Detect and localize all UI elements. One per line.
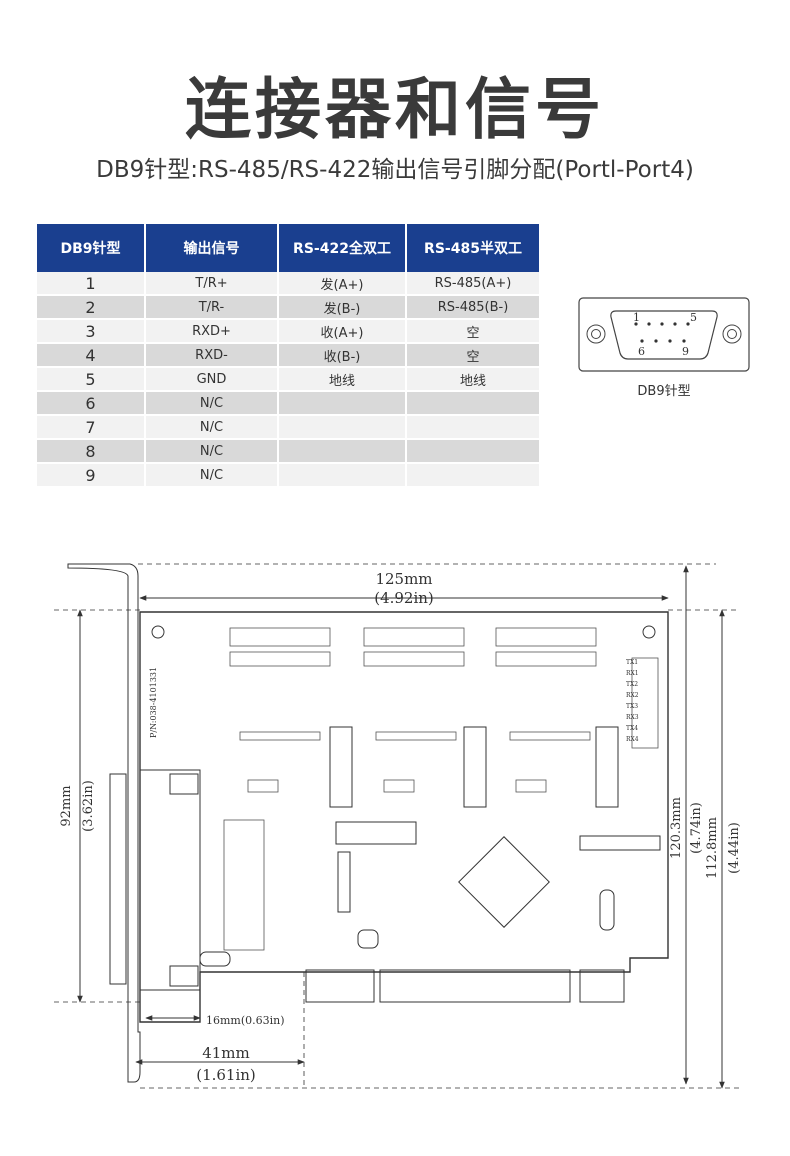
table-row: 9 N/C	[37, 463, 541, 488]
header-signal: 输出信号	[145, 224, 279, 272]
header-rs422: RS-422全双工	[278, 224, 407, 272]
header-pin: DB9针型	[37, 224, 146, 272]
board-dimension-drawing: TX1 RX1 TX2 RX2 TX3 RX3 TX4 RX4 P/N:038-…	[54, 563, 742, 1089]
table-row: 2 T/R- 发(B-) RS-485(B-)	[37, 295, 541, 320]
signal-cell: RXD-	[145, 343, 279, 368]
rs422-cell: 收(B-)	[278, 343, 407, 368]
rs422-cell	[278, 391, 407, 416]
rs422-cell	[278, 439, 407, 464]
rs422-cell: 发(A+)	[278, 272, 407, 296]
pin-number: 1	[37, 272, 146, 296]
rs422-cell	[278, 415, 407, 440]
edge-connector-c	[579, 969, 625, 1003]
header-rs485: RS-485半双工	[406, 224, 541, 272]
part-number: P/N:038-4101331	[149, 667, 158, 738]
pin-number: 4	[37, 343, 146, 368]
signal-cell: N/C	[145, 439, 279, 464]
rs422-cell	[278, 463, 407, 488]
extension-lines	[54, 563, 740, 1089]
edge-connector-a	[305, 969, 375, 1003]
led-labels: TX1 RX1 TX2 RX2 TX3 RX3 TX4 RX4	[626, 659, 639, 743]
pin-label-6: 6	[638, 345, 645, 358]
mount-hole-left	[586, 324, 606, 344]
signal-cell: GND	[145, 367, 279, 392]
table-row: 5 GND 地线 地线	[37, 367, 541, 392]
pin-label-9: 9	[682, 345, 689, 358]
rs485-cell: RS-485(A+)	[406, 272, 541, 296]
table-row: 7 N/C	[37, 415, 541, 440]
pcb-outline	[139, 611, 669, 1023]
signal-cell: N/C	[145, 415, 279, 440]
table-row: 8 N/C	[37, 439, 541, 464]
pin-number: 5	[37, 367, 146, 392]
rs485-cell	[406, 391, 541, 416]
right-height1-mm: 120.3mm	[669, 797, 684, 859]
signal-cell: T/R-	[145, 295, 279, 320]
edge-mm: 41mm	[202, 1044, 250, 1062]
table-row: 1 T/R+ 发(A+) RS-485(A+)	[37, 272, 541, 296]
led-label: TX4	[626, 725, 638, 732]
pin-number: 9	[37, 463, 146, 488]
rs422-cell: 收(A+)	[278, 319, 407, 344]
connector-shell	[610, 310, 718, 360]
db-connector-side	[109, 773, 127, 985]
rs485-cell: RS-485(B-)	[406, 295, 541, 320]
pin-assignment-table: DB9针型 输出信号 RS-422全双工 RS-485半双工 1 T/R+ 发(…	[37, 224, 541, 488]
led-label: RX3	[626, 714, 639, 721]
rs485-cell: 空	[406, 343, 541, 368]
mounting-bracket	[67, 563, 141, 1083]
led-label: RX2	[626, 692, 639, 699]
signal-cell: N/C	[145, 463, 279, 488]
left-height-in: (3.62in)	[81, 780, 96, 832]
page-subtitle: DB9针型:RS-485/RS-422输出信号引脚分配(Portl-Port4)	[96, 157, 694, 183]
rs485-cell	[406, 439, 541, 464]
rs485-cell	[406, 463, 541, 488]
pin-number: 7	[37, 415, 146, 440]
signal-cell: RXD+	[145, 319, 279, 344]
component-grid	[223, 627, 659, 951]
connector-label: DB9针型	[637, 384, 691, 399]
connector-pins	[634, 322, 690, 343]
left-height-mm: 92mm	[59, 785, 74, 826]
led-label: TX2	[626, 681, 638, 688]
bracket-offset-label: 16mm(0.63in)	[206, 1014, 285, 1027]
db-connector-body	[139, 769, 201, 991]
rs485-cell	[406, 415, 541, 440]
mount-hole-right	[722, 324, 742, 344]
edge-connector-b	[379, 969, 571, 1003]
connector-flange	[578, 297, 750, 372]
width-in: (4.92in)	[374, 589, 434, 607]
table-row: 3 RXD+ 收(A+) 空	[37, 319, 541, 344]
led-label: TX1	[626, 659, 638, 666]
led-label: RX1	[626, 670, 639, 677]
db9-connector-diagram: 1 5 6 9	[578, 297, 750, 372]
table-header-row: DB9针型 输出信号 RS-422全双工 RS-485半双工	[37, 224, 541, 272]
led-label: RX4	[626, 736, 639, 743]
rs485-cell: 空	[406, 319, 541, 344]
rs422-cell: 地线	[278, 367, 407, 392]
table-row: 6 N/C	[37, 391, 541, 416]
rs485-cell: 地线	[406, 367, 541, 392]
signal-cell: N/C	[145, 391, 279, 416]
right-height1-in: (4.74in)	[689, 802, 704, 854]
right-height2-in: (4.44in)	[727, 822, 742, 874]
edge-in: (1.61in)	[196, 1066, 256, 1084]
rs422-cell: 发(B-)	[278, 295, 407, 320]
pin-number: 3	[37, 319, 146, 344]
pin-number: 6	[37, 391, 146, 416]
main-chip	[458, 836, 550, 928]
right-height2-mm: 112.8mm	[705, 817, 720, 879]
table-row: 4 RXD- 收(B-) 空	[37, 343, 541, 368]
led-label: TX3	[626, 703, 638, 710]
page-title: 连接器和信号	[185, 71, 605, 148]
pin-label-1: 1	[633, 311, 640, 324]
pin-label-5: 5	[690, 311, 697, 324]
signal-cell: T/R+	[145, 272, 279, 296]
pin-number: 2	[37, 295, 146, 320]
pin-number: 8	[37, 439, 146, 464]
width-mm: 125mm	[375, 570, 432, 588]
